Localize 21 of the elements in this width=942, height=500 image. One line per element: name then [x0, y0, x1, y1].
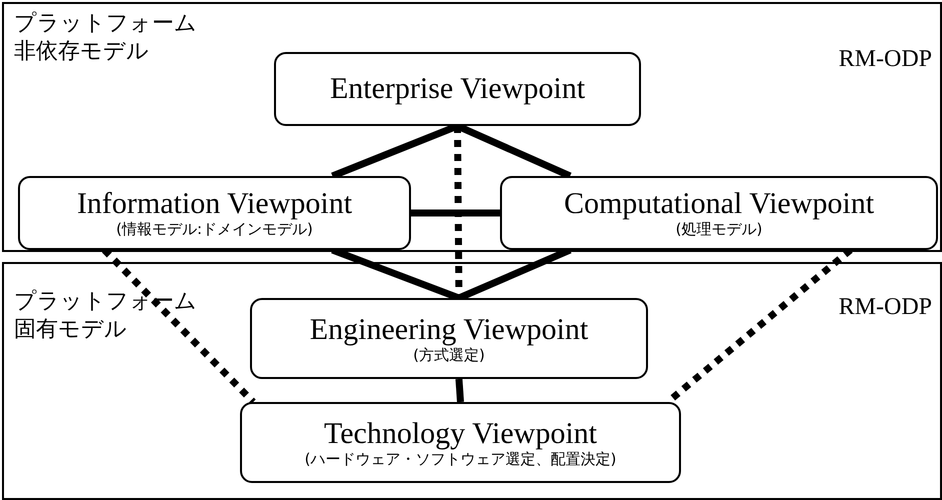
panel-label: プラットフォーム非依存モデル: [14, 10, 198, 66]
viewpoint-subtitle: (方式選定): [413, 346, 485, 364]
viewpoint-subtitle: (ハードウェア・ソフトウェア選定、配置決定): [304, 450, 616, 468]
viewpoint-box: [500, 176, 938, 250]
viewpoint-title: Computational Viewpoint: [564, 188, 874, 220]
connector-line: [411, 210, 500, 216]
model-panel: [2, 262, 942, 500]
connector-line: [455, 378, 464, 402]
viewpoint-box: [250, 298, 648, 379]
model-panel: [2, 2, 942, 252]
viewpoint-box: [240, 402, 681, 483]
standard-label: RM-ODP: [838, 294, 932, 321]
standard-label: RM-ODP: [838, 46, 932, 73]
viewpoint-subtitle: (情報モデル:ドメインモデル): [116, 220, 313, 238]
viewpoint-title: Engineering Viewpoint: [310, 314, 588, 346]
viewpoint-box: [18, 176, 411, 250]
viewpoint-subtitle: (処理モデル): [676, 220, 762, 238]
viewpoint-title: Enterprise Viewpoint: [330, 73, 586, 105]
viewpoint-box: [274, 52, 641, 126]
viewpoint-title: Technology Viewpoint: [324, 418, 597, 450]
viewpoint-title: Information Viewpoint: [76, 188, 352, 220]
